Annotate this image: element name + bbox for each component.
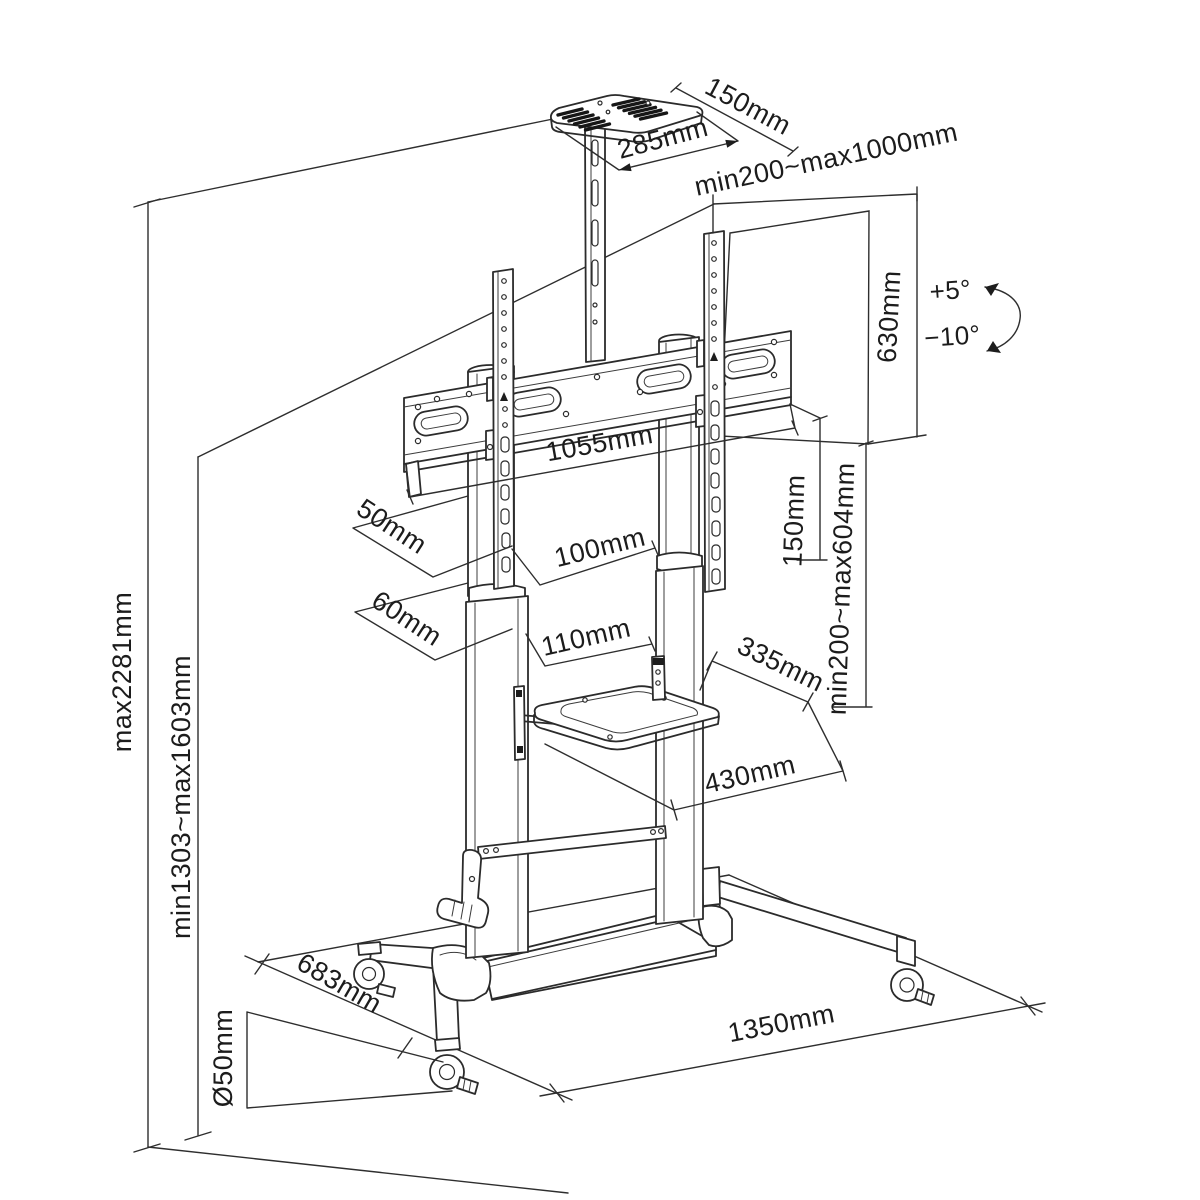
caster-rear-left xyxy=(353,941,396,998)
dim-top-shelf-depth-label: 150mm xyxy=(700,71,796,141)
caster-front-left xyxy=(429,1037,479,1095)
dim-lower-column-width-label: 110mm xyxy=(538,612,633,662)
camera-pole xyxy=(584,124,606,363)
tilt-up-label: +5° xyxy=(929,274,973,307)
dim-shelf-width-label: 430mm xyxy=(702,749,799,799)
dim-height-range-label: min1303~max1603mm xyxy=(166,655,196,939)
dim-vesa-offset-label: 150mm xyxy=(777,474,810,568)
dim-tv-width-range-label: min200~max1000mm xyxy=(692,117,961,202)
dim-tv-height-range-label: min200~max604mm xyxy=(822,462,861,716)
shelf-vent-slats xyxy=(556,97,669,132)
dim-overall-height-label: max2281mm xyxy=(107,592,137,753)
dim-shelf-depth-label: 335mm xyxy=(733,630,829,698)
base-hub-right xyxy=(697,904,733,948)
dimension-lines xyxy=(246,82,1036,1109)
dim-base-width-label: 1350mm xyxy=(725,998,837,1048)
reference-lines xyxy=(133,118,715,1194)
crank-handle xyxy=(436,848,490,929)
media-shelf xyxy=(513,655,720,761)
tilt-range-arrow-icon xyxy=(984,283,1021,353)
leg-front-right xyxy=(717,880,907,954)
left-rail-holes xyxy=(500,278,511,573)
dim-caster-diameter-label: Ø50mm xyxy=(208,1009,238,1108)
base-assembly xyxy=(353,866,935,1095)
tilt-down-label: −10° xyxy=(923,319,981,353)
crossbar-slots xyxy=(413,348,776,437)
dim-lower-column-depth-label: 60mm xyxy=(366,585,447,652)
left-vesa-rail xyxy=(485,268,515,590)
right-rail-holes xyxy=(710,240,721,585)
camera-shelf xyxy=(550,94,704,143)
caster-front-right xyxy=(890,935,935,1006)
tv-plane-outline xyxy=(719,210,870,445)
dim-upper-column-depth-label: 50mm xyxy=(351,493,432,560)
right-vesa-rail xyxy=(695,230,726,593)
dim-bracket-height-label: 630mm xyxy=(872,270,907,364)
